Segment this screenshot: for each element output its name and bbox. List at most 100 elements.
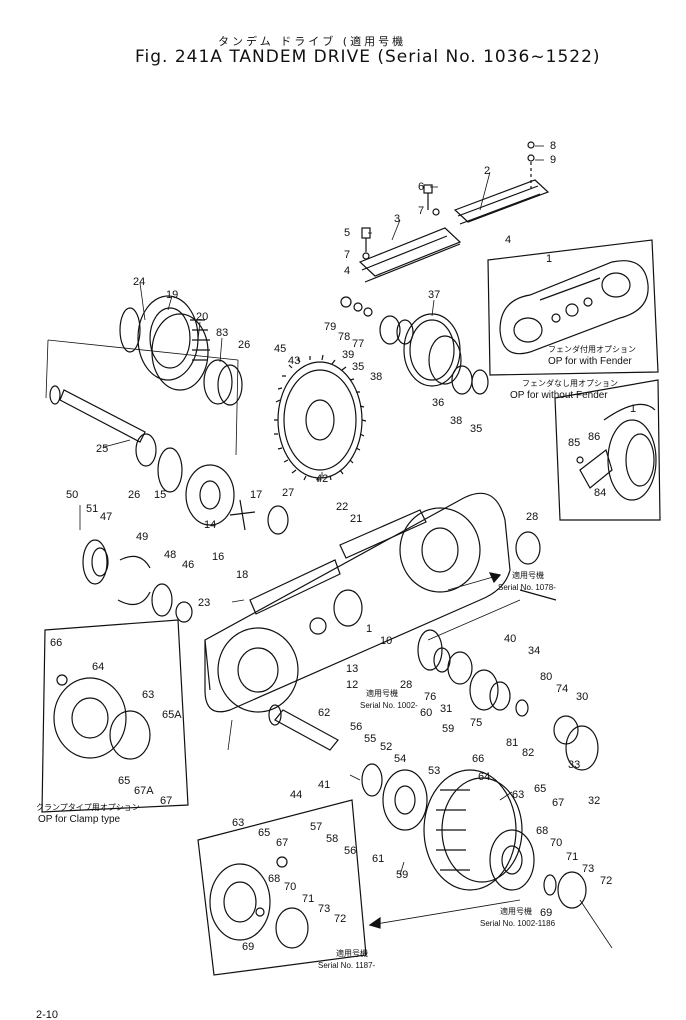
callout: 38: [450, 415, 462, 427]
callout: 1: [366, 623, 372, 635]
callout: 50: [66, 489, 78, 501]
callout: 39: [342, 349, 354, 361]
callout: 25: [96, 443, 108, 455]
callout: 60: [420, 707, 432, 719]
page-title: Fig. 241A TANDEM DRIVE (Serial No. 1036~…: [135, 47, 601, 67]
callout: 55: [364, 733, 376, 745]
callout: 19: [166, 289, 178, 301]
callout: 8: [550, 140, 556, 152]
callout: 56: [344, 845, 356, 857]
top-cover-plate-3: [358, 227, 462, 283]
callout: 70: [550, 837, 562, 849]
callout: 70: [284, 881, 296, 893]
callout: 7: [344, 249, 350, 261]
callout: 49: [136, 531, 148, 543]
top-cover-plate-2: [453, 179, 550, 225]
callout: 47: [100, 511, 112, 523]
callout: 35: [352, 361, 364, 373]
callout: 26: [128, 489, 140, 501]
tandem-housing: [204, 492, 511, 713]
callout: 48: [164, 549, 176, 561]
callout: 57: [310, 821, 322, 833]
callout: 65: [534, 783, 546, 795]
callout: 72: [334, 913, 346, 925]
callout: 68: [268, 873, 280, 885]
serial-note: Serial No. 1002-1186: [480, 919, 556, 928]
callout: 86: [588, 431, 600, 443]
callout: 67: [160, 795, 172, 807]
callout: 65A: [162, 709, 182, 721]
callout: 65: [258, 827, 270, 839]
inset-without-fender-label: OP for without Fender: [510, 390, 608, 401]
callout: 4: [344, 265, 350, 277]
callout: 67A: [134, 785, 154, 797]
callout: 16: [212, 551, 224, 563]
inset-fender-label-jp: フェンダ付用オプション: [548, 344, 636, 354]
serial-note: Serial No. 1187-: [318, 961, 376, 970]
inset-clamp-label-jp: クランプタイプ用オプション: [36, 803, 140, 812]
pinion-bearing-group: [417, 531, 599, 771]
callout-numbers: 8 9 2 6 7 3 5 7 4 4 1 79 78 77 39 35 38 …: [50, 140, 636, 953]
callout: 2: [484, 165, 490, 177]
callout: 61: [372, 853, 384, 865]
callout: 59: [396, 869, 408, 881]
inset-without-fender-label-jp: フェンダなし用オプション: [522, 378, 618, 388]
callout: 6: [418, 181, 424, 193]
callout: 30: [576, 691, 588, 703]
callout: 7: [418, 205, 424, 217]
serial-note-jp: 適用号機: [336, 948, 368, 958]
leader-lines: [79, 145, 613, 949]
callout: 62: [318, 707, 330, 719]
callout: 51: [86, 503, 98, 515]
callout: 58: [326, 833, 338, 845]
callout: 43: [288, 355, 300, 367]
large-gear-42: [274, 354, 367, 482]
callout: 10: [380, 635, 392, 647]
inset-fender-label: OP for with Fender: [548, 356, 632, 367]
callout: 59: [442, 723, 454, 735]
callout: 68: [536, 825, 548, 837]
drive-wheel-hub-64: [268, 704, 587, 909]
serial-note-jp: 適用号機: [500, 906, 532, 916]
callout: 37: [428, 289, 440, 301]
leader-arrowheads: [368, 572, 502, 929]
callout: 40: [504, 633, 516, 645]
callout: 52: [380, 741, 392, 753]
callout: 73: [582, 863, 594, 875]
callout: 54: [394, 753, 406, 765]
callout: 24: [133, 276, 145, 288]
serial-note: Serial No. 1002-: [360, 701, 418, 710]
callout: 46: [182, 559, 194, 571]
callout: 44: [290, 789, 302, 801]
callout: 73: [318, 903, 330, 915]
callout: 18: [236, 569, 248, 581]
callout: 17: [250, 489, 262, 501]
callout: 35: [470, 423, 482, 435]
callout: 78: [338, 331, 350, 343]
callout: 71: [302, 893, 314, 905]
shaft-assembly-upper-left: [45, 295, 243, 526]
inset-clamp-type-box: [41, 619, 189, 813]
callout: 5: [344, 227, 350, 239]
callout: 28: [526, 511, 538, 523]
callout: 63: [142, 689, 154, 701]
callout: 14: [204, 519, 216, 531]
callout: 32: [588, 795, 600, 807]
callout: 42: [316, 473, 328, 485]
callout: 12: [346, 679, 358, 691]
callout: 64: [92, 661, 104, 673]
callout: 21: [350, 513, 362, 525]
callout: 66: [50, 637, 62, 649]
serial-note-jp: 適用号機: [512, 570, 544, 580]
callout: 45: [274, 343, 286, 355]
callout: 64: [478, 771, 490, 783]
callout: 1: [546, 253, 552, 265]
callout: 20: [196, 311, 208, 323]
callout: 22: [336, 501, 348, 513]
callout: 84: [594, 487, 606, 499]
callout: 3: [394, 213, 400, 225]
callout: 69: [242, 941, 254, 953]
callout: 66: [472, 753, 484, 765]
callout: 79: [324, 321, 336, 333]
